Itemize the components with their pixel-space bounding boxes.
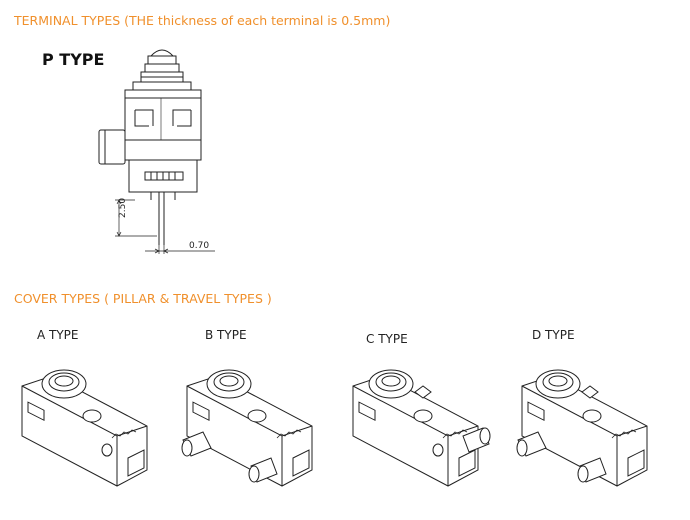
- side-hole: [413, 409, 433, 423]
- front-pillar-cap: [248, 465, 260, 483]
- front-hole: [432, 443, 444, 457]
- button-core: [548, 375, 568, 387]
- plunger-ring-2: [144, 63, 180, 73]
- button-core: [54, 375, 74, 387]
- dim-width-label: 0.70: [189, 241, 209, 251]
- side-pillar-cap: [516, 439, 528, 457]
- bottom-notch: [627, 449, 645, 477]
- cover-types-heading: COVER TYPES ( PILLAR & TRAVEL TYPES ): [14, 291, 272, 306]
- bottom-notch: [458, 449, 476, 477]
- serration: [111, 429, 137, 439]
- side-hole: [247, 409, 267, 423]
- button-core: [381, 375, 401, 387]
- p-type-label: P TYPE: [42, 50, 105, 69]
- cover-d-label: D TYPE: [532, 328, 575, 342]
- lower-body: [128, 159, 198, 193]
- window-slot: [192, 401, 210, 422]
- bottom-notch: [292, 449, 310, 477]
- window-slot: [27, 401, 45, 422]
- cover-c-label: C TYPE: [366, 332, 408, 346]
- front-pillar-cap: [577, 465, 589, 483]
- side-tab: [98, 129, 126, 165]
- plunger-ring-1: [147, 55, 177, 65]
- cover-a-drawing: [21, 369, 148, 487]
- terminal-types-heading: TERMINAL TYPES (THE thickness of each te…: [14, 13, 391, 28]
- bottom-notch: [127, 449, 145, 477]
- serration: [442, 429, 468, 439]
- right-clip: [172, 109, 192, 127]
- switch-body: [124, 89, 202, 161]
- button-core: [219, 375, 239, 387]
- front-hole: [101, 443, 113, 457]
- side-hole: [82, 409, 102, 423]
- p-type-terminal-drawing: 2.50 0.70: [98, 49, 215, 254]
- window-slot: [358, 401, 376, 422]
- cover-c-drawing: [352, 369, 491, 487]
- left-clip: [134, 109, 154, 127]
- cover-d-drawing: [516, 369, 648, 487]
- plunger-base: [132, 81, 192, 91]
- dim-width-arrows: [154, 248, 169, 254]
- side-pillar-cap: [479, 427, 491, 445]
- cover-b-drawing: [181, 369, 313, 487]
- serration: [611, 429, 637, 439]
- top-tab: [414, 385, 432, 399]
- window-slot: [527, 401, 545, 422]
- side-pillar-cap: [181, 439, 193, 457]
- cover-a-label: A TYPE: [37, 328, 79, 342]
- dim-height-label: 2.50: [118, 198, 128, 218]
- side-hole: [582, 409, 602, 423]
- dim-height-arrows: [116, 199, 122, 237]
- cover-b-label: B TYPE: [205, 328, 247, 342]
- plunger-dome: [149, 49, 175, 57]
- serration: [276, 429, 302, 439]
- top-tab: [581, 385, 599, 399]
- terminal-slot: [144, 171, 184, 181]
